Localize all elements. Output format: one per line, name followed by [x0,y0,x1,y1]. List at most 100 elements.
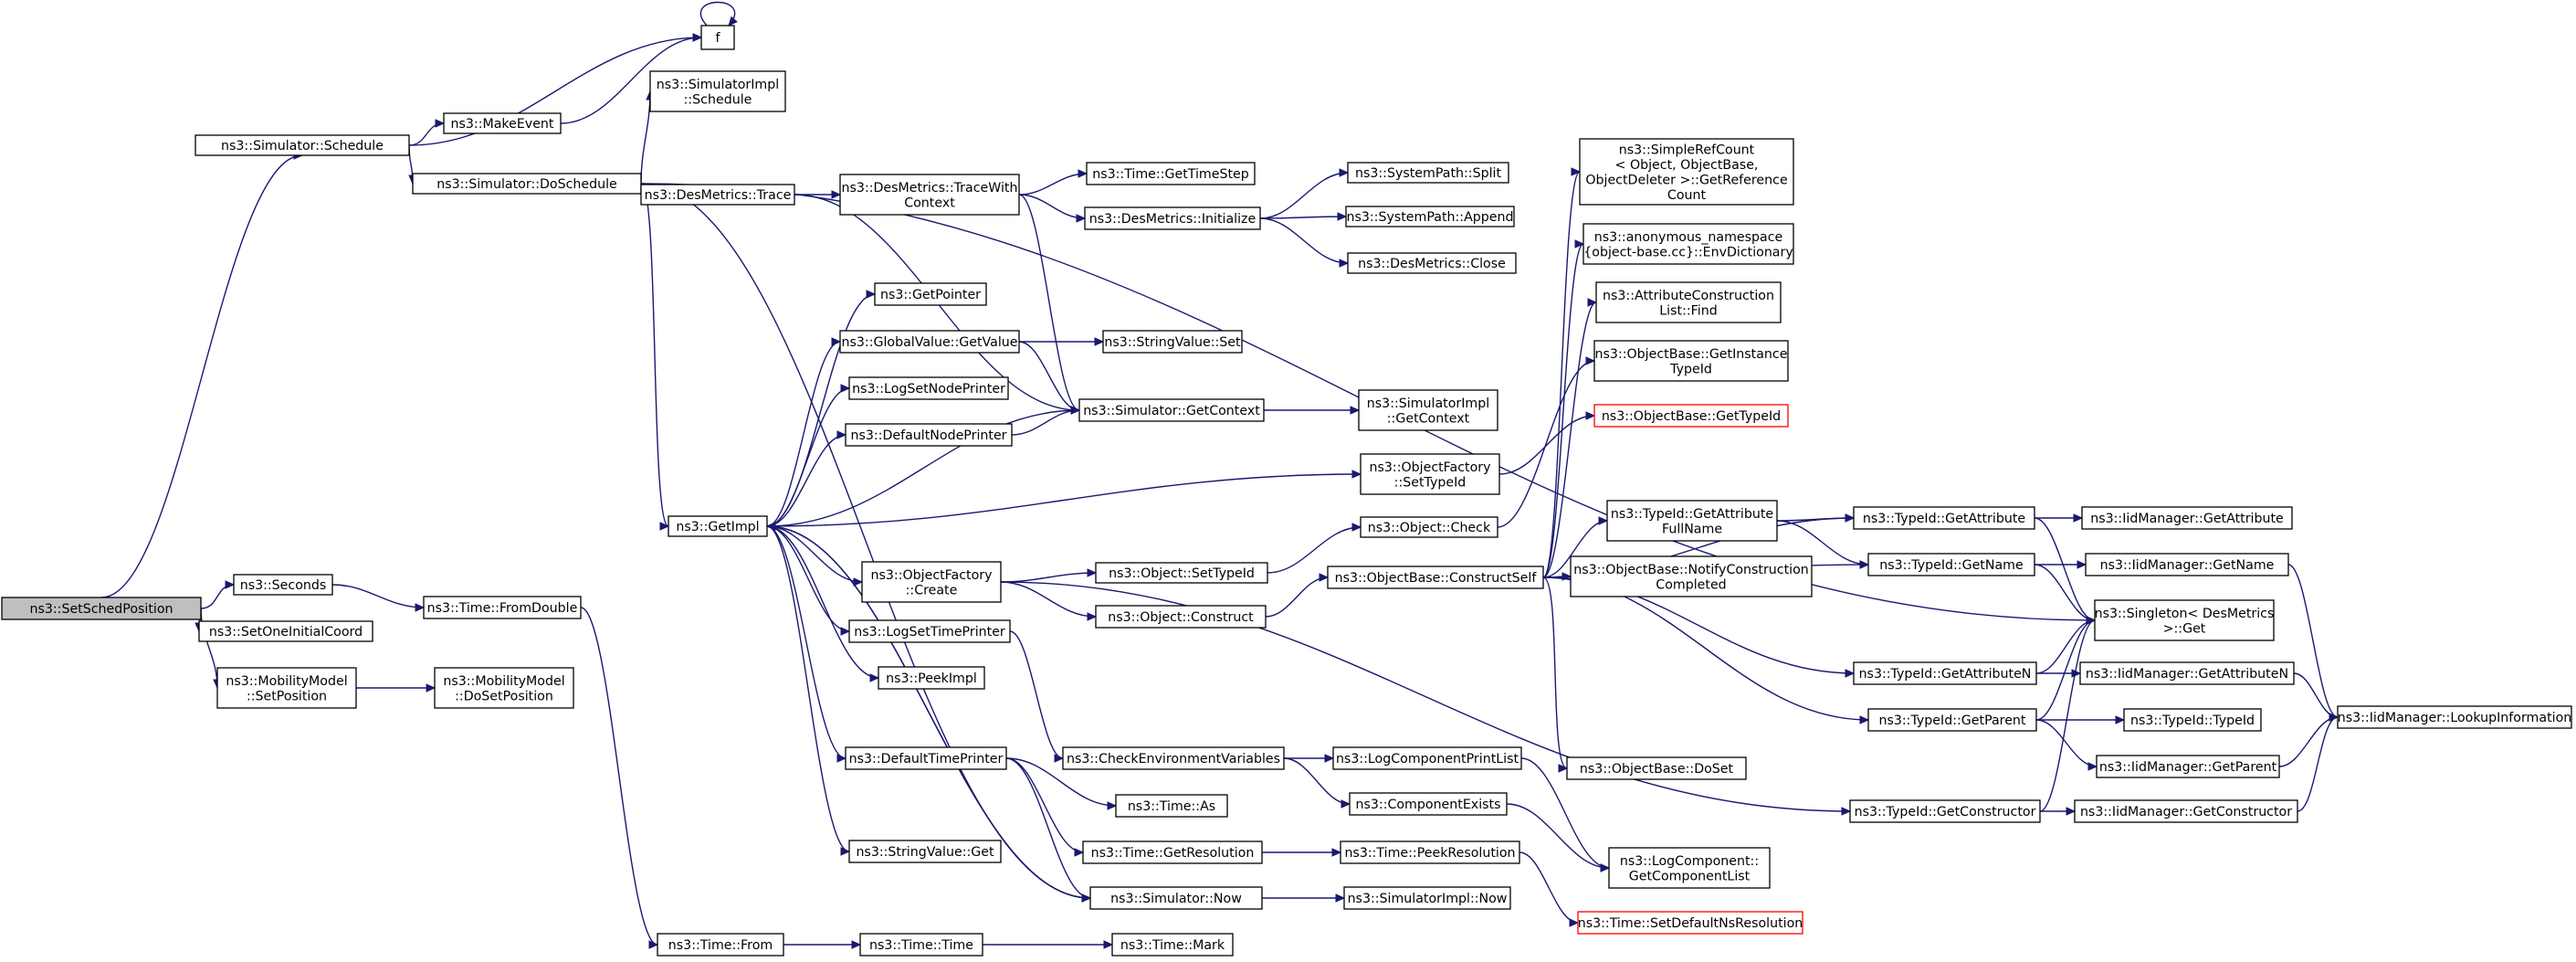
node-of-create[interactable]: ns3::ObjectFactory::Create [861,561,1002,603]
node-label: ns3::SystemPath::Split [1355,166,1501,181]
node-label: ns3::ObjectBase::DoSet [1580,762,1734,777]
edge-tid-get-attr-to-idm-get-attr [2035,513,2084,523]
node-lc-get-list[interactable]: ns3::LogComponent::GetComponentList [1608,847,1771,889]
node-time-set-def[interactable]: ns3::Time::SetDefaultNsResolution [1577,911,1803,935]
node-sim-now[interactable]: ns3::Simulator::Now [1089,886,1263,910]
edge-arrowhead [1574,239,1585,248]
node-get-impl[interactable]: ns3::GetImpl [668,515,768,537]
node-box [859,933,983,957]
node-ob-construct-self[interactable]: ns3::ObjectBase::ConstructSelf [1327,566,1544,589]
node-f[interactable]: f [700,25,735,50]
node-label: ns3::Time::GetResolution [1091,846,1255,861]
node-tid-get-name[interactable]: ns3::TypeId::GetName [1867,553,2035,576]
node-ob-do-set[interactable]: ns3::ObjectBase::DoSet [1566,756,1747,780]
node-label: ns3::IidManager::GetAttribute [2090,512,2284,526]
node-sim-impl-sched[interactable]: ns3::SimulatorImpl::Schedule [649,70,786,112]
edge-time-peek-res-to-time-set-def [1519,851,1580,927]
node-obj-set-tid[interactable]: ns3::Object::SetTypeId [1095,562,1268,584]
node-set-one[interactable]: ns3::SetOneInitialCoord [198,620,373,642]
node-idm-get-name[interactable]: ns3::IidManager::GetName [2085,553,2289,576]
node-sp-append[interactable]: ns3::SystemPath::Append [1345,206,1515,227]
call-nodes: ns3::SetSchedPosition ns3::Simulator::Sch… [1,25,2572,957]
node-peek-impl[interactable]: ns3::PeekImpl [878,666,985,690]
node-sim-impl-now[interactable]: ns3::SimulatorImpl::Now [1343,886,1511,910]
node-obj-construct[interactable]: ns3::Object::Construct [1095,605,1267,629]
edge-arrowhead [728,16,738,26]
node-seconds[interactable]: ns3::Seconds [233,574,333,596]
node-box [861,561,1002,603]
node-mob-set-pos[interactable]: ns3::MobilityModel::SetPosition [216,667,357,709]
node-lc-print-list[interactable]: ns3::LogComponentPrintList [1332,746,1522,770]
node-time-from-double[interactable]: ns3::Time::FromDouble [423,596,582,619]
edge-arrowhead [831,190,842,199]
node-sim-impl-get-ctx[interactable]: ns3::SimulatorImpl::GetContext [1358,389,1498,431]
node-sim-get-ctx[interactable]: ns3::Simulator::GetContext [1078,398,1265,422]
edge-tid-get-name-to-idm-get-name [2035,560,2087,569]
edge-tid-get-attr-n-to-idm-get-attr-n [2036,669,2082,678]
node-log-set-time[interactable]: ns3::LogSetTimePrinter [848,619,1011,643]
node-anon-env[interactable]: ns3::anonymous_namespace{object-base.cc}… [1582,223,1794,265]
node-idm-lookup[interactable]: ns3::IidManager::LookupInformation [2337,705,2572,729]
edge-get-impl-to-of-set-tid [766,470,1362,527]
node-check-env[interactable]: ns3::CheckEnvironmentVariables [1062,746,1285,770]
node-time-time[interactable]: ns3::Time::Time [859,933,983,957]
node-label: ns3::TypeId::GetAttribute [1611,507,1773,522]
node-ob-notify[interactable]: ns3::ObjectBase::NotifyConstructionCompl… [1570,555,1813,597]
node-trace[interactable]: ns3::DesMetrics::Trace [640,184,795,206]
node-idm-get-parent[interactable]: ns3::IidManager::GetParent [2096,755,2280,778]
node-tid-get-attr-n[interactable]: ns3::TypeId::GetAttributeN [1853,661,2037,685]
node-tid-get-attr[interactable]: ns3::TypeId::GetAttribute [1853,506,2035,530]
node-get-time-step[interactable]: ns3::Time::GetTimeStep [1086,162,1256,185]
node-do-sched[interactable]: ns3::Simulator::DoSchedule [412,173,642,195]
edge-line [100,154,303,598]
edge-log-set-time-to-check-env [1009,630,1065,763]
node-log-set-node[interactable]: ns3::LogSetNodePrinter [848,376,1009,400]
edge-line [1506,803,1610,869]
node-idm-get-attr-n[interactable]: ns3::IidManager::GetAttributeN [2079,661,2295,685]
node-tid-type-id[interactable]: ns3::TypeId::TypeId [2123,708,2262,732]
node-make-event[interactable]: ns3::MakeEvent [443,112,562,134]
node-des-close[interactable]: ns3::DesMetrics::Close [1347,252,1517,274]
node-box [1089,886,1263,910]
node-ob-get-tid[interactable]: ns3::ObjectBase::GetTypeId [1593,404,1789,428]
node-sv-set[interactable]: ns3::StringValue::Set [1102,330,1243,354]
node-get-pointer[interactable]: ns3::GetPointer [874,282,987,306]
node-tid-get-ctor[interactable]: ns3::TypeId::GetConstructor [1849,799,2041,823]
node-def-node[interactable]: ns3::DefaultNodePrinter [845,423,1013,447]
edge-f-to-f [699,1,738,26]
node-def-time[interactable]: ns3::DefaultTimePrinter [845,746,1007,770]
node-root[interactable]: ns3::SetSchedPosition [1,597,202,620]
node-of-set-tid[interactable]: ns3::ObjectFactory::SetTypeId [1360,453,1500,495]
node-src-get-ref[interactable]: ns3::SimpleRefCount< Object, ObjectBase,… [1579,138,1794,206]
node-singleton[interactable]: ns3::Singleton< DesMetrics>::Get [2094,599,2275,641]
node-time-get-res[interactable]: ns3::Time::GetResolution [1082,840,1263,864]
node-des-init[interactable]: ns3::DesMetrics::Initialize [1084,206,1261,230]
node-idm-get-attr[interactable]: ns3::IidManager::GetAttribute [2081,506,2293,530]
node-label: ns3::SimulatorImpl::Now [1348,892,1508,906]
node-sched[interactable]: ns3::Simulator::Schedule [195,134,410,156]
node-idm-get-ctor[interactable]: ns3::IidManager::GetConstructor [2074,799,2298,823]
node-label: ns3::SimulatorImpl [657,78,779,92]
edge-arrowhead [1103,940,1114,949]
node-label: ns3::Time::FromDouble [427,601,578,616]
node-time-from[interactable]: ns3::Time::From [657,933,784,957]
node-tid-get-parent[interactable]: ns3::TypeId::GetParent [1867,708,2037,732]
node-mob-do-set-pos[interactable]: ns3::MobilityModel::DoSetPosition [434,667,574,709]
node-comp-exists[interactable]: ns3::ComponentExists [1349,792,1508,816]
node-time-mark[interactable]: ns3::Time::Mark [1111,933,1234,957]
node-sv-get[interactable]: ns3::StringValue::Get [848,840,1002,863]
node-box [839,174,1020,216]
node-label: ns3::ObjectBase::GetInstance [1595,347,1788,362]
node-obj-check[interactable]: ns3::Object::Check [1360,516,1498,538]
edge-get-impl-to-log-set-node [766,384,851,527]
node-gv-get-value[interactable]: ns3::GlobalValue::GetValue [839,330,1020,354]
node-time-peek-res[interactable]: ns3::Time::PeekResolution [1340,840,1520,864]
node-time-as[interactable]: ns3::Time::As [1115,794,1228,818]
node-sp-split[interactable]: ns3::SystemPath::Split [1347,162,1509,184]
node-label: ns3::SystemPath::Append [1346,210,1513,225]
